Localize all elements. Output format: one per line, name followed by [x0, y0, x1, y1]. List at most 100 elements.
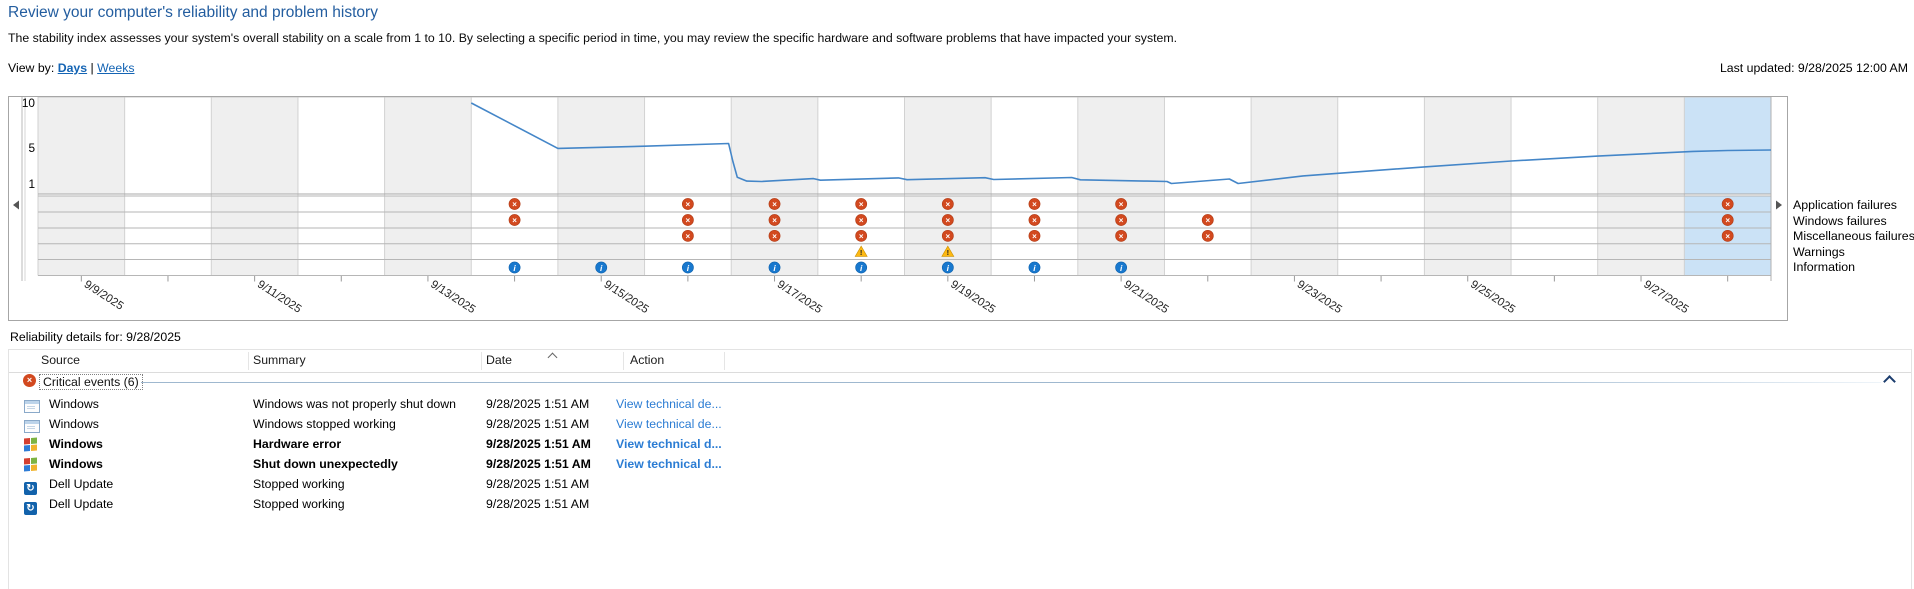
information-event-icon[interactable]: i	[1115, 261, 1128, 274]
collapse-group-icon[interactable]	[1883, 375, 1896, 388]
sort-ascending-icon[interactable]	[547, 352, 558, 363]
information-event-icon[interactable]: i	[508, 261, 521, 274]
information-event-icon[interactable]: i	[1028, 261, 1041, 274]
critical-events-label[interactable]: Critical events (6)	[39, 374, 143, 390]
event-date: 9/28/2025 1:51 AM	[486, 497, 590, 511]
chart-day-band[interactable]	[38, 97, 125, 194]
chart-day-band[interactable]	[1424, 97, 1512, 194]
error-x-glyph: ×	[512, 216, 517, 225]
chart-day-band[interactable]	[297, 97, 385, 194]
x-axis-date-label: 9/27/2025	[1641, 278, 1690, 316]
error-event-icon[interactable]: ×	[1201, 214, 1214, 226]
error-event-icon[interactable]: ×	[941, 198, 954, 210]
chart-day-band[interactable]	[1597, 196, 1685, 276]
error-event-icon[interactable]: ×	[508, 214, 521, 226]
information-event-icon[interactable]: i	[941, 261, 954, 274]
chart-day-band[interactable]	[211, 97, 298, 194]
chart-day-band[interactable]	[1684, 97, 1771, 194]
error-x-glyph: ×	[772, 216, 777, 225]
error-event-icon[interactable]: ×	[941, 214, 954, 226]
information-event-icon[interactable]: i	[855, 261, 868, 274]
scroll-left-icon[interactable]	[13, 200, 19, 210]
error-event-icon[interactable]: ×	[1115, 229, 1128, 242]
error-event-icon[interactable]: ×	[1115, 214, 1128, 226]
error-event-icon[interactable]: ×	[768, 229, 781, 242]
chart-day-band[interactable]	[1251, 196, 1338, 276]
chart-day-band[interactable]	[211, 196, 298, 276]
error-event-icon[interactable]: ×	[1028, 229, 1041, 242]
view-technical-details-link[interactable]: View technical de...	[616, 417, 722, 431]
error-x-glyph: ×	[1119, 232, 1124, 241]
legend-item: Warnings	[1793, 244, 1845, 259]
critical-events-group-row[interactable]: × Critical events (6)	[9, 373, 1911, 391]
error-event-icon[interactable]: ×	[508, 198, 521, 210]
event-date: 9/28/2025 1:51 AM	[486, 477, 590, 491]
chart-day-band[interactable]	[471, 97, 558, 194]
error-event-icon[interactable]: ×	[681, 229, 694, 242]
column-header-summary[interactable]: Summary	[253, 353, 306, 367]
chart-day-band[interactable]	[1337, 97, 1425, 194]
error-event-icon[interactable]: ×	[1721, 198, 1734, 210]
error-event-icon[interactable]: ×	[855, 198, 868, 210]
error-x-glyph: ×	[686, 216, 691, 225]
error-event-icon[interactable]: ×	[768, 198, 781, 210]
error-event-icon[interactable]: ×	[855, 229, 868, 242]
column-header-source[interactable]: Source	[41, 353, 80, 367]
error-event-icon[interactable]: ×	[1028, 198, 1041, 210]
error-event-icon[interactable]: ×	[1721, 229, 1734, 242]
chart-day-band[interactable]	[1164, 97, 1252, 194]
error-event-icon[interactable]: ×	[1115, 198, 1128, 210]
chart-day-band[interactable]	[1511, 196, 1598, 276]
view-technical-details-link[interactable]: View technical d...	[616, 437, 722, 451]
error-event-icon[interactable]: ×	[681, 198, 694, 210]
chart-day-band[interactable]	[124, 97, 212, 194]
chart-day-band[interactable]	[557, 97, 645, 194]
warning-event-icon[interactable]: !	[854, 245, 868, 257]
info-i-glyph: i	[773, 263, 776, 273]
chart-day-band[interactable]	[1424, 196, 1512, 276]
error-icon	[1201, 214, 1214, 226]
warning-icon	[941, 245, 955, 257]
warning-event-icon[interactable]: !	[941, 245, 955, 257]
chart-day-band[interactable]	[1597, 97, 1685, 194]
chart-day-band[interactable]	[1511, 97, 1598, 194]
chart-day-band[interactable]	[384, 97, 472, 194]
info-i-glyph: i	[1120, 263, 1123, 273]
chart-day-band[interactable]	[38, 196, 125, 276]
view-by-days-link[interactable]: Days	[57, 61, 88, 75]
error-x-glyph: ×	[1205, 216, 1210, 225]
error-event-icon[interactable]: ×	[941, 229, 954, 242]
chart-day-band[interactable]	[124, 196, 212, 276]
error-event-icon[interactable]: ×	[768, 214, 781, 226]
view-technical-details-link[interactable]: View technical d...	[616, 457, 722, 471]
event-date: 9/28/2025 1:51 AM	[486, 417, 590, 431]
error-event-icon[interactable]: ×	[681, 214, 694, 226]
chart-day-band[interactable]	[1337, 196, 1425, 276]
error-event-icon[interactable]: ×	[1201, 229, 1214, 242]
view-technical-details-link[interactable]: View technical de...	[616, 397, 722, 411]
error-event-icon[interactable]: ×	[855, 214, 868, 226]
chart-day-band[interactable]	[731, 97, 818, 194]
scroll-right-icon[interactable]	[1776, 200, 1782, 210]
view-by-weeks-link[interactable]: Weeks	[97, 61, 135, 75]
column-header-action[interactable]: Action	[630, 353, 665, 367]
information-event-icon[interactable]: i	[681, 261, 694, 274]
chart-day-band[interactable]	[297, 196, 385, 276]
information-event-icon[interactable]: i	[595, 261, 608, 274]
chart-day-band[interactable]	[384, 196, 472, 276]
chart-day-band[interactable]	[1077, 97, 1165, 194]
chart-day-band[interactable]	[1251, 97, 1338, 194]
event-date: 9/28/2025 1:51 AM	[486, 457, 591, 471]
view-by-switcher: View by: Days | Weeks	[8, 61, 135, 75]
information-event-icon[interactable]: i	[768, 261, 781, 274]
error-event-icon[interactable]: ×	[1721, 214, 1734, 226]
error-event-icon[interactable]: ×	[1028, 214, 1041, 226]
column-header-date[interactable]: Date	[486, 353, 512, 367]
x-axis-date-label: 9/23/2025	[1295, 278, 1344, 316]
